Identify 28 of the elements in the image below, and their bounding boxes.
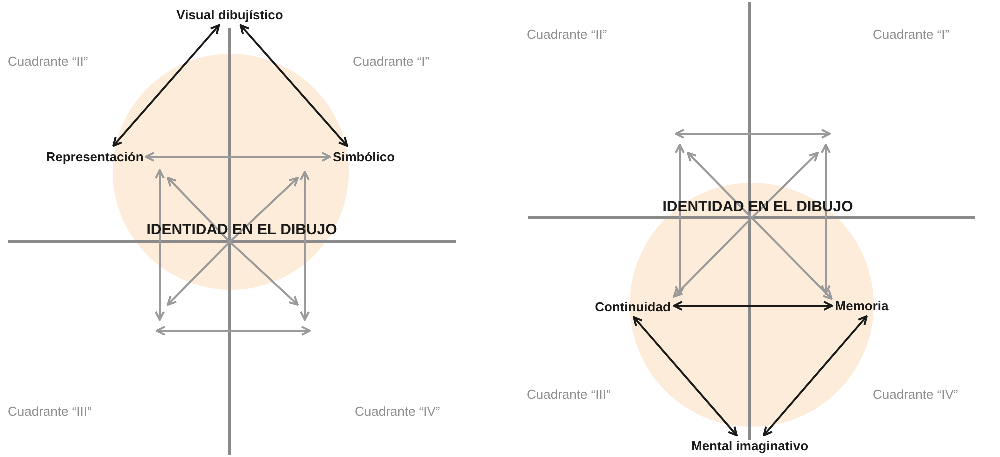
- quadrant-label: Cuadrante “I”: [873, 27, 950, 42]
- quadrant-label: Cuadrante “III”: [8, 404, 92, 419]
- quadrant-label: Cuadrante “II”: [527, 27, 608, 42]
- quadrant-label: Cuadrante “IV”: [873, 387, 958, 402]
- arrow: [145, 152, 332, 162]
- arrow: [675, 144, 685, 296]
- quadrant-label: Cuadrante “III”: [527, 387, 611, 402]
- arrow: [821, 144, 831, 295]
- arrow: [112, 24, 220, 148]
- node-label: IDENTIDAD EN EL DIBUJO: [146, 222, 338, 238]
- arrow: [752, 218, 833, 300]
- arrow: [763, 316, 868, 436]
- arrow: [673, 301, 834, 311]
- node-label: Mental imaginativo: [691, 438, 809, 454]
- node-label: IDENTIDAD EN EL DIBUJO: [662, 198, 854, 216]
- node-label: Continuidad: [595, 300, 671, 314]
- arrow: [673, 218, 752, 298]
- quadrant-label: Cuadrante “I”: [353, 54, 430, 69]
- quadrant-label: Cuadrante “II”: [8, 54, 88, 69]
- quadrant-label: Cuadrante “IV”: [355, 404, 440, 419]
- arrow: [300, 171, 310, 321]
- node-label: Memoria: [835, 298, 889, 314]
- arrow: [240, 24, 348, 148]
- arrow: [633, 316, 738, 437]
- node-label: Simbólico: [332, 150, 396, 164]
- node-label: Representación: [46, 150, 144, 164]
- arrow: [155, 169, 165, 321]
- node-label: Visual dibujístico: [176, 8, 284, 22]
